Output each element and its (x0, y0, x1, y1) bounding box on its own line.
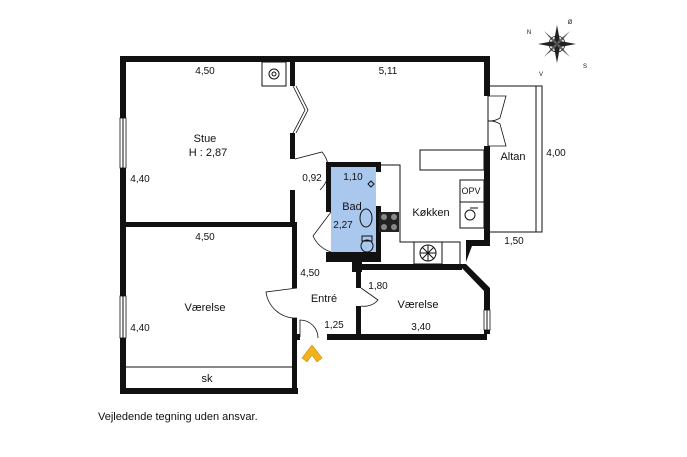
compass-n: N (527, 30, 531, 36)
dim-vaerelse-width: 4,50 (195, 232, 215, 243)
dim-altan-depth: 4,00 (546, 148, 566, 159)
dim-entre-width: 1,25 (324, 320, 344, 331)
dim-stue-depth: 4,40 (130, 174, 150, 185)
room-label-entre: Entré (311, 293, 337, 305)
footnote: Vejledende tegning uden ansvar. (98, 411, 258, 423)
room-label-koekken: Køkken (412, 207, 449, 219)
dim-vaerelse2-depth: 1,80 (368, 281, 388, 292)
label-opvask: OPV (461, 186, 480, 196)
dim-kitchen-width: 5,11 (379, 66, 398, 77)
room-label-stue: Stue (194, 133, 217, 145)
room-label-skab: sk (202, 373, 214, 385)
dim-vaerelse2-width: 3,40 (411, 322, 431, 333)
doors (265, 85, 507, 339)
dim-passage: 0,92 (302, 173, 322, 184)
compass-v: V (539, 72, 543, 78)
room-label-bad: Bad (342, 201, 362, 213)
room-label-vaerelse-left: Værelse (185, 302, 226, 314)
toilet-icon (360, 239, 374, 253)
compass-icon: N Ø S V (527, 20, 587, 78)
dim-bad-depth: 2,27 (333, 220, 353, 231)
compass-o: Ø (568, 20, 573, 26)
compass-s: S (583, 64, 587, 70)
dim-bad-width: 1,10 (343, 172, 363, 183)
room-label-altan: Altan (500, 151, 525, 163)
walls (120, 56, 490, 394)
dim-entre-depth: 4,50 (300, 268, 320, 279)
entrance-arrow-icon (301, 344, 323, 363)
room-height-stue: H : 2,87 (189, 147, 228, 159)
fireplace-icon (261, 61, 287, 87)
room-label-vaerelse-right: Værelse (398, 299, 439, 311)
shower-icon (367, 180, 375, 188)
sink-icon (359, 208, 373, 228)
kitchen-counters (379, 149, 485, 270)
dim-altan-width: 1,50 (504, 236, 524, 247)
bath-fixtures (359, 180, 375, 253)
dim-stue-width: 4,50 (195, 66, 215, 77)
dim-vaerelse-depth: 4,40 (130, 323, 150, 334)
windows (119, 117, 491, 339)
